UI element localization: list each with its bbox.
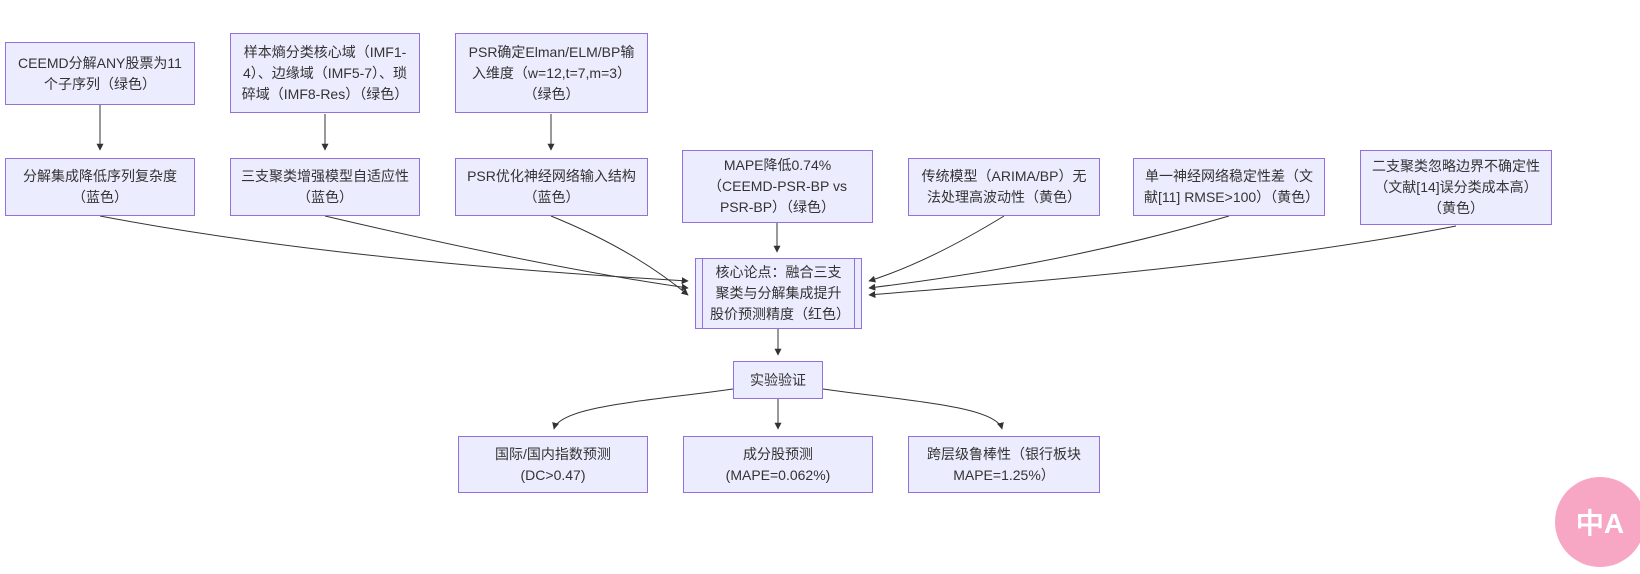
node-single-nn-unstable: 单一神经网络稳定性差（文献[11] RMSE>100）（黄色）	[1133, 158, 1325, 216]
node-psr-structure: PSR优化神经网络输入结构（蓝色）	[455, 158, 648, 216]
node-decomp-complexity: 分解集成降低序列复杂度（蓝色）	[5, 158, 195, 216]
node-traditional-limit: 传统模型（ARIMA/BP）无法处理高波动性（黄色）	[908, 158, 1100, 216]
node-three-way-adaptive: 三支聚类增强模型自适应性（蓝色）	[230, 158, 420, 216]
node-sample-entropy: 样本熵分类核心域（IMF1-4）、边缘域（IMF5-7）、琐碎域（IMF8-Re…	[230, 33, 420, 113]
edge-structure-to-core	[550, 215, 689, 296]
node-index-forecast: 国际/国内指数预测 (DC>0.47)	[458, 436, 648, 493]
edge-traditional-to-core	[868, 215, 1005, 283]
node-two-way-limit: 二支聚类忽略边界不确定性（文献[14]误分类成本高）（黄色）	[1360, 150, 1552, 225]
node-core-thesis: 核心论点：融合三支聚类与分解集成提升股价预测精度（红色）	[695, 258, 862, 329]
node-constituent-forecast: 成分股预测 (MAPE=0.062%)	[683, 436, 873, 493]
edge-twoway-to-core	[868, 225, 1457, 298]
edge-singlenn-to-core	[868, 215, 1230, 291]
node-ceemd: CEEMD分解ANY股票为11个子序列（绿色）	[5, 42, 195, 105]
node-robustness: 跨层级鲁棒性（银行板块 MAPE=1.25%）	[908, 436, 1100, 493]
edge-adaptive-to-core	[324, 215, 689, 291]
edge-experiment-to-index	[552, 388, 734, 430]
edge-experiment-to-robustness	[822, 388, 1004, 430]
node-psr-input: PSR确定Elman/ELM/BP输入维度（w=12,t=7,m=3）（绿色）	[455, 33, 648, 113]
edge-complexity-to-core	[99, 215, 689, 285]
node-mape-improve: MAPE降低0.74%（CEEMD-PSR-BP vs PSR-BP）（绿色）	[682, 150, 873, 223]
translate-icon[interactable]: 中A	[1555, 477, 1640, 567]
node-experiment: 实验验证	[733, 361, 823, 399]
